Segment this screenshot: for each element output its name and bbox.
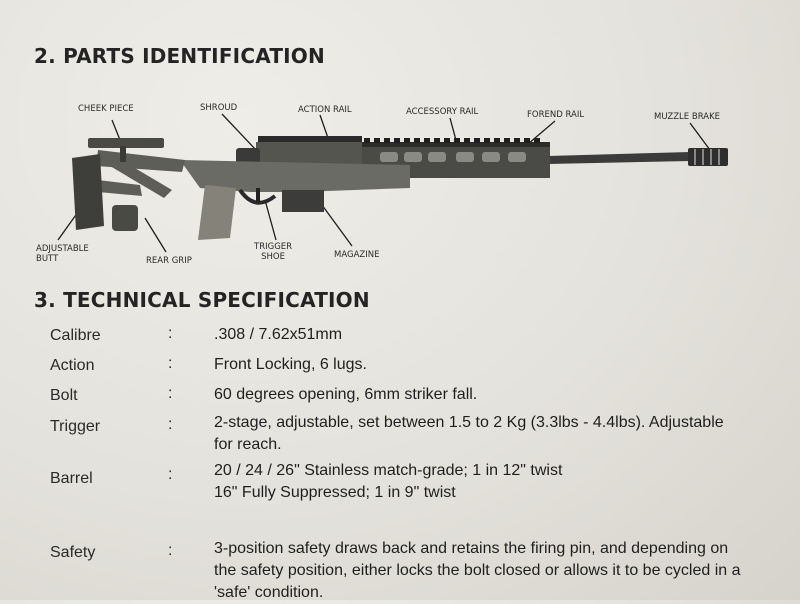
- spec-label-calibre: Calibre: [50, 327, 101, 344]
- adjustable-butt-line2: BUTT: [36, 254, 59, 264]
- magazine: [282, 190, 324, 212]
- spec-value-trigger: 2-stage, adjustable, set between 1.5 to …: [214, 412, 724, 456]
- action-rail-leader: [319, 114, 329, 139]
- spec-colon: :: [168, 416, 173, 433]
- forend-rail-label: FOREND RAIL: [527, 110, 585, 120]
- adjustable-butt-line1: ADJUSTABLE: [36, 244, 89, 254]
- technical-specification-heading: 3. TECHNICAL SPECIFICATION: [34, 288, 370, 312]
- cheek-piece-label: CHEEK PIECE: [78, 104, 134, 114]
- shroud: [236, 148, 260, 164]
- accessory-rail: [380, 152, 526, 162]
- chassis: [180, 160, 410, 192]
- shroud-label: SHROUD: [200, 103, 238, 113]
- spec-colon: :: [168, 385, 173, 402]
- spec-line: the safety position, either locks the bo…: [214, 562, 741, 579]
- trigger-shoe-label: TRIGGER SHOE: [254, 242, 292, 262]
- spec-line: 16" Fully Suppressed; 1 in 9" twist: [214, 484, 456, 501]
- forend-rail-leader: [527, 120, 556, 145]
- parts-identification-heading: 2. PARTS IDENTIFICATION: [34, 44, 325, 68]
- trigger-shoe: [256, 188, 260, 202]
- cheek-piece: [88, 138, 164, 148]
- spec-colon: :: [168, 325, 173, 342]
- magazine-leader: [321, 204, 353, 247]
- spec-colon: :: [168, 466, 173, 483]
- rear-grip-leader: [144, 217, 167, 253]
- trigger-shoe-line2: SHOE: [261, 252, 285, 262]
- rear-grip: [112, 205, 138, 231]
- barrel: [548, 152, 690, 164]
- spec-value-calibre: .308 / 7.62x51mm: [214, 324, 342, 346]
- spec-line: 2-stage, adjustable, set between 1.5 to …: [214, 414, 724, 431]
- spec-line: for reach.: [214, 436, 282, 453]
- rifle-diagram: [57, 113, 728, 253]
- shroud-leader: [221, 113, 257, 151]
- muzzle-brake: [688, 148, 728, 166]
- spec-label-barrel: Barrel: [50, 470, 93, 487]
- spec-label-bolt: Bolt: [50, 387, 78, 404]
- action-rail-label: ACTION RAIL: [298, 105, 352, 115]
- spec-colon: :: [168, 355, 173, 372]
- forend-rail: [360, 138, 550, 178]
- rear-grip-label: REAR GRIP: [146, 256, 192, 266]
- spec-value-barrel: 20 / 24 / 26" Stainless match-grade; 1 i…: [214, 460, 562, 504]
- spec-line: 60 degrees opening, 6mm striker fall.: [214, 386, 478, 403]
- trigger-shoe-leader: [264, 199, 277, 241]
- spec-line: 'safe' condition.: [214, 584, 324, 601]
- trigger-shoe-line1: TRIGGER: [254, 242, 293, 252]
- spec-label-action: Action: [50, 357, 95, 374]
- spec-value-safety: 3-position safety draws back and retains…: [214, 538, 741, 604]
- adjustable-butt: [72, 154, 104, 230]
- spec-label-safety: Safety: [50, 544, 96, 561]
- adjustable-butt-leader: [57, 211, 79, 241]
- spec-colon: :: [168, 542, 173, 559]
- muzzle-brake-leader: [689, 122, 711, 151]
- spec-line: Front Locking, 6 lugs.: [214, 356, 367, 373]
- stock-frame: [96, 150, 185, 198]
- trigger-guard: [238, 188, 277, 205]
- magazine-label: MAGAZINE: [334, 250, 380, 260]
- spec-line: .308 / 7.62x51mm: [214, 326, 343, 343]
- spec-line: 20 / 24 / 26" Stainless match-grade; 1 i…: [214, 462, 563, 479]
- pistol-grip: [198, 185, 236, 240]
- spec-line: 3-position safety draws back and retains…: [214, 540, 729, 557]
- muzzle-brake-label: MUZZLE BRAKE: [654, 112, 721, 122]
- adjustable-butt-label: ADJUSTABLE BUTT: [36, 244, 89, 264]
- spec-value-action: Front Locking, 6 lugs.: [214, 354, 367, 376]
- spec-value-bolt: 60 degrees opening, 6mm striker fall.: [214, 384, 477, 406]
- accessory-rail-label: ACCESSORY RAIL: [406, 107, 479, 117]
- spec-label-trigger: Trigger: [50, 418, 101, 435]
